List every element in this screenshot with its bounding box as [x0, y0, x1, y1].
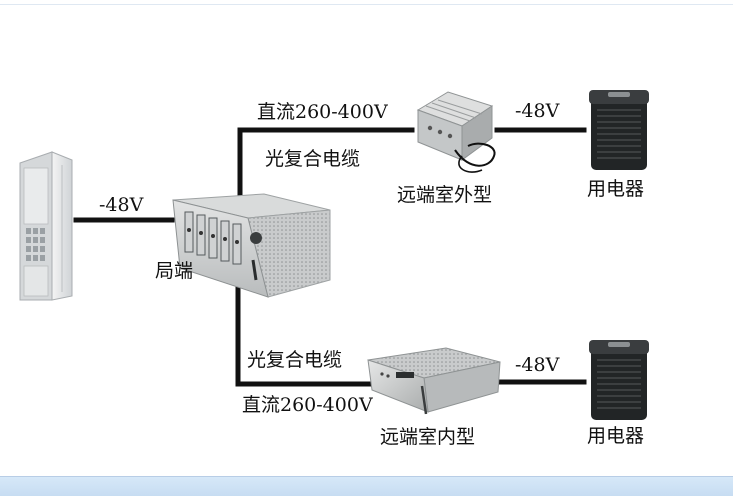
cable-local-to-indoor — [235, 279, 378, 387]
voltage-top-right-label: -48V — [515, 100, 560, 122]
top-divider — [0, 4, 733, 5]
remote-outdoor-label: 远端室外型 — [397, 184, 493, 206]
power-cabinet-icon — [19, 151, 73, 301]
load-bottom-label: 用电器 — [587, 425, 645, 447]
load-device-top-icon — [589, 90, 649, 170]
voltage-bottom-right-label: -48V — [515, 354, 560, 376]
footer-band — [0, 476, 733, 496]
load-top-label: 用电器 — [587, 178, 645, 200]
voltage-left-label: -48V — [99, 194, 144, 216]
remote-outdoor-unit-icon — [416, 91, 496, 173]
remote-indoor-unit-icon — [367, 347, 501, 415]
dc-voltage-top-label: 直流260-400V — [257, 101, 388, 123]
composite-cable-top-label: 光复合电缆 — [265, 148, 361, 170]
local-end-rack-icon — [172, 193, 331, 298]
dc-voltage-bottom-label: 直流260-400V — [242, 394, 373, 416]
local-end-label: 局端 — [155, 260, 194, 282]
cable-local-to-outdoor — [237, 127, 415, 198]
composite-cable-bottom-label: 光复合电缆 — [247, 349, 343, 371]
load-device-bottom-icon — [589, 340, 649, 420]
cable-lines — [73, 127, 587, 387]
remote-indoor-label: 远端室内型 — [380, 426, 476, 448]
